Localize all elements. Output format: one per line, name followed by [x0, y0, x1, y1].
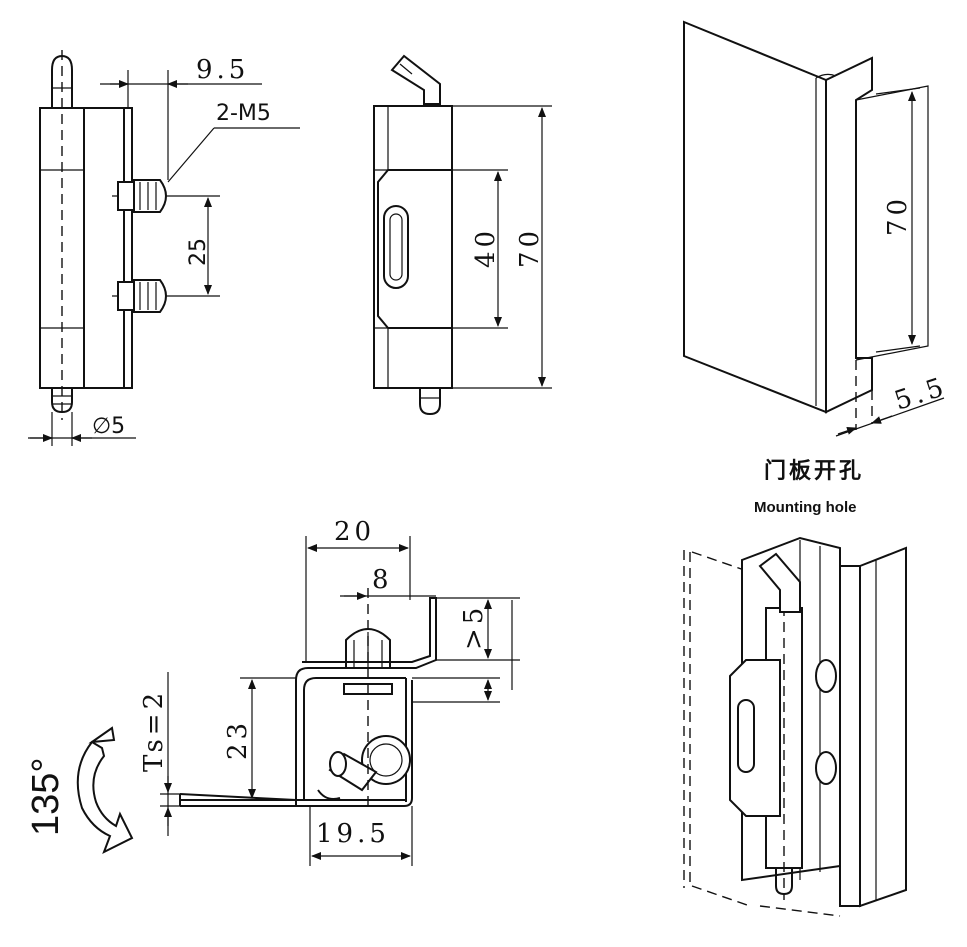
- dim-top-height: 23: [223, 719, 253, 760]
- dim-top-width: 20: [334, 517, 375, 547]
- dim-top-clear: >5: [459, 604, 489, 650]
- dim-side-height: 70: [515, 227, 545, 268]
- side-view: 40 70: [373, 54, 552, 416]
- dim-front-thread: 2-M5: [216, 101, 271, 126]
- dim-panel-offset: 5.5: [891, 372, 951, 417]
- stud-lower: [112, 279, 172, 313]
- dim-front-pin-dia: ∅5: [92, 414, 125, 439]
- dim-front-pitch: 9.5: [196, 55, 249, 85]
- top-view: 20 8 >5 23 Ts=2 19.5: [139, 517, 520, 866]
- caption-cn: 门板开孔: [764, 458, 864, 484]
- dim-top-offset: 8: [372, 565, 393, 595]
- panel-mounting-hole: 70 5.5: [683, 20, 951, 437]
- dim-side-slot: 40: [471, 227, 501, 268]
- dim-front-spacing: 25: [186, 238, 211, 266]
- dim-top-thickness: Ts=2: [139, 689, 169, 772]
- rotation-arrow-icon: [76, 726, 134, 855]
- dim-top-base: 19.5: [316, 819, 390, 849]
- isometric-assembly: [683, 536, 907, 917]
- dim-panel-height: 70: [883, 195, 913, 236]
- front-view: 9.5 2-M5 25 ∅5: [28, 50, 300, 446]
- caption-en: Mounting hole: [754, 499, 856, 516]
- rotation-label: 135°: [25, 757, 67, 836]
- stud-upper: [112, 179, 172, 213]
